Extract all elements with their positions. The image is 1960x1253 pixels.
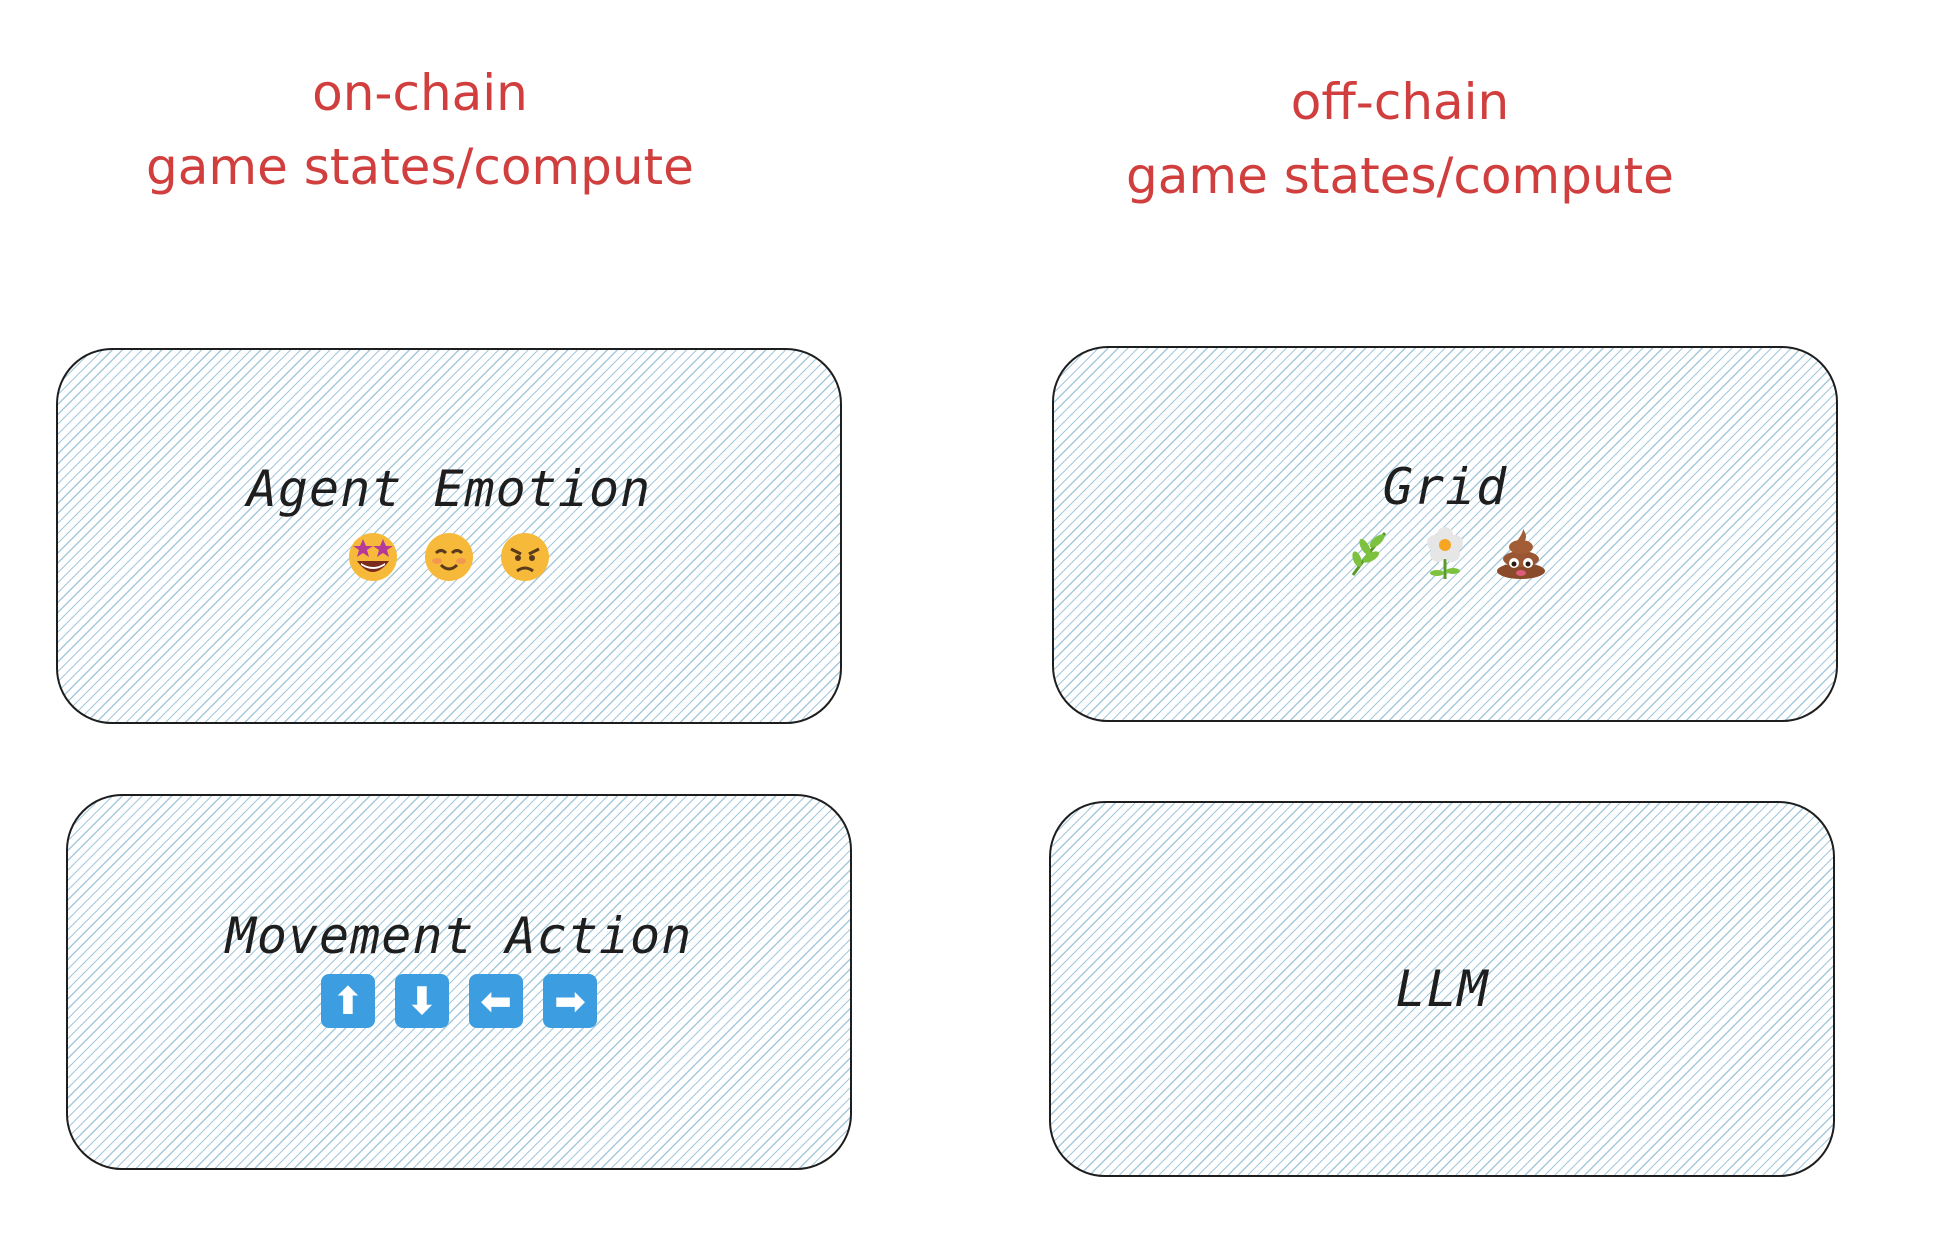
arrow-right-icon: ➡ xyxy=(543,974,597,1028)
flower-icon xyxy=(1427,527,1463,579)
off-chain-subtitle: game states/compute xyxy=(1126,147,1674,205)
herb-icon xyxy=(1351,532,1387,576)
grid-label: Grid xyxy=(1382,458,1508,516)
agent-emotion-box[interactable]: Agent Emotion xyxy=(56,348,842,724)
on-chain-heading: on-chain game states/compute xyxy=(120,56,720,204)
off-chain-title: off-chain xyxy=(1290,73,1510,131)
llm-label: LLM xyxy=(1395,960,1489,1018)
movement-key-row: ⬆ ⬇ ⬅ ➡ xyxy=(321,974,597,1028)
star-struck-icon xyxy=(349,533,397,581)
angry-face-icon xyxy=(501,533,549,581)
llm-box[interactable]: LLM xyxy=(1049,801,1835,1177)
on-chain-subtitle: game states/compute xyxy=(146,138,694,196)
smiling-face-icon xyxy=(425,533,473,581)
grid-box[interactable]: Grid xyxy=(1052,346,1838,722)
movement-action-label: Movement Action xyxy=(225,907,693,965)
emotion-icon-row xyxy=(345,527,553,583)
off-chain-heading: off-chain game states/compute xyxy=(1100,65,1700,213)
agent-emotion-label: Agent Emotion xyxy=(246,460,652,518)
grid-icon-row xyxy=(1341,525,1549,581)
arrow-down-icon: ⬇ xyxy=(395,974,449,1028)
arrow-left-icon: ⬅ xyxy=(469,974,523,1028)
movement-action-box[interactable]: Movement Action ⬆ ⬇ ⬅ ➡ xyxy=(66,794,852,1170)
arrow-up-icon: ⬆ xyxy=(321,974,375,1028)
poop-icon xyxy=(1497,529,1545,579)
on-chain-title: on-chain xyxy=(312,64,528,122)
